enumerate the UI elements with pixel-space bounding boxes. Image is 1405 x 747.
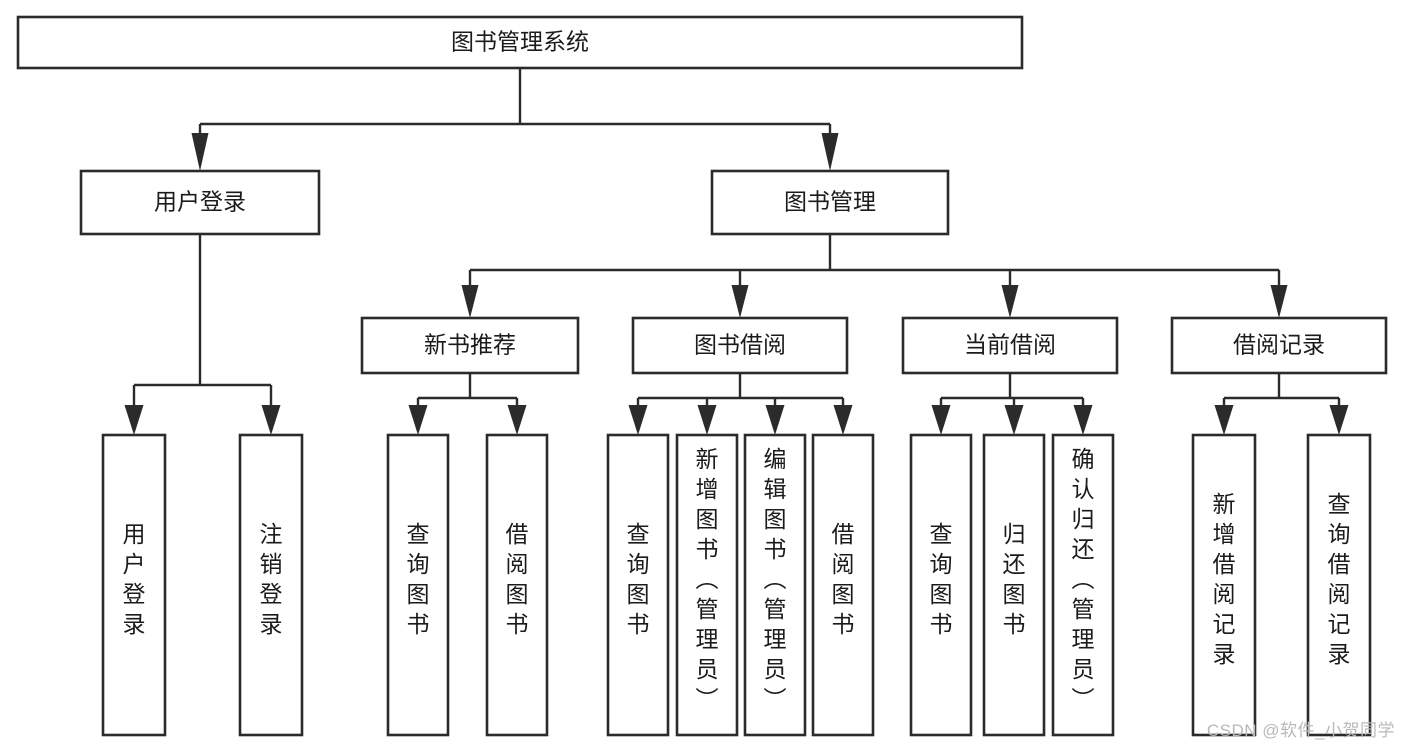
node-box[interactable] <box>606 433 670 737</box>
node-box[interactable] <box>16 15 1024 70</box>
node-box[interactable] <box>1306 433 1372 737</box>
edge-new-book-arrow-1 <box>507 405 527 435</box>
node-box[interactable] <box>909 433 973 737</box>
edge-current-arrow-0 <box>931 405 951 435</box>
node-label: 图书借阅 <box>694 332 786 358</box>
node-label: 查询图书 <box>407 521 430 637</box>
edge-borrow-arrow-2 <box>765 405 785 435</box>
node-box[interactable] <box>1051 433 1115 737</box>
node-level3-2[interactable]: 当前借阅 <box>901 316 1119 375</box>
node-leaf-5[interactable]: 新增图书︵管理员︶ <box>675 433 739 737</box>
edge-borrow-arrow-0 <box>628 405 648 435</box>
node-leaf-0[interactable]: 用户登录 <box>101 433 167 737</box>
node-leaf-7[interactable]: 借阅图书 <box>811 433 875 737</box>
node-label: 借阅图书 <box>506 521 529 637</box>
node-label: 当前借阅 <box>964 332 1056 358</box>
node-leaf-8[interactable]: 查询图书 <box>909 433 973 737</box>
watermark-text: CSDN @软件_小贺同学 <box>1206 721 1395 740</box>
edge-book-mgmt-arrow-3 <box>1270 285 1288 318</box>
edge-record-arrow-0 <box>1214 405 1234 435</box>
edge-new-book-arrow-0 <box>408 405 428 435</box>
node-label: 用户登录 <box>154 189 246 215</box>
node-level3-1[interactable]: 图书借阅 <box>631 316 849 375</box>
node-label: 图书管理 <box>784 189 876 215</box>
node-box[interactable] <box>101 433 167 737</box>
node-box[interactable] <box>360 316 580 375</box>
node-label: 借阅图书 <box>832 521 855 637</box>
node-leaf-4[interactable]: 查询图书 <box>606 433 670 737</box>
node-box[interactable] <box>675 433 739 737</box>
node-leaf-1[interactable]: 注销登录 <box>238 433 304 737</box>
edge-root-arrow-1 <box>821 133 839 171</box>
node-box[interactable] <box>1191 433 1257 737</box>
edge-book-mgmt-arrow-0 <box>461 285 479 318</box>
node-box[interactable] <box>710 169 950 236</box>
node-label: 编辑图书︵管理员︶ <box>764 446 787 712</box>
edge-login-arrow-0 <box>124 405 144 435</box>
node-box[interactable] <box>811 433 875 737</box>
node-box[interactable] <box>1170 316 1388 375</box>
nodes-layer: 图书管理系统用户登录图书管理新书推荐图书借阅当前借阅借阅记录用户登录注销登录查询… <box>16 15 1388 737</box>
edge-login-arrow-1 <box>261 405 281 435</box>
node-label: 图书管理系统 <box>451 29 589 55</box>
edge-borrow-arrow-1 <box>697 405 717 435</box>
node-level2-1[interactable]: 图书管理 <box>710 169 950 236</box>
node-leaf-10[interactable]: 确认归还︵管理员︶ <box>1051 433 1115 737</box>
edge-root-arrow-0 <box>191 133 209 171</box>
node-label: 查询借阅记录 <box>1328 491 1351 667</box>
node-level2-0[interactable]: 用户登录 <box>79 169 321 236</box>
node-label: 新增借阅记录 <box>1213 491 1236 667</box>
node-level3-0[interactable]: 新书推荐 <box>360 316 580 375</box>
edge-book-mgmt-arrow-1 <box>731 285 749 318</box>
node-leaf-2[interactable]: 查询图书 <box>386 433 450 737</box>
node-label: 用户登录 <box>123 521 146 637</box>
node-leaf-6[interactable]: 编辑图书︵管理员︶ <box>743 433 807 737</box>
node-box[interactable] <box>485 433 549 737</box>
node-level3-3[interactable]: 借阅记录 <box>1170 316 1388 375</box>
node-leaf-3[interactable]: 借阅图书 <box>485 433 549 737</box>
edges-layer <box>124 68 1349 435</box>
edge-current-arrow-1 <box>1004 405 1024 435</box>
node-box[interactable] <box>238 433 304 737</box>
node-label: 查询图书 <box>930 521 953 637</box>
node-label: 确认归还︵管理员︶ <box>1072 446 1095 712</box>
node-box[interactable] <box>982 433 1046 737</box>
node-root-0[interactable]: 图书管理系统 <box>16 15 1024 70</box>
node-box[interactable] <box>386 433 450 737</box>
node-box[interactable] <box>631 316 849 375</box>
node-label: 归还图书 <box>1003 521 1026 637</box>
node-label: 查询图书 <box>627 521 650 637</box>
node-label: 借阅记录 <box>1233 332 1325 358</box>
node-box[interactable] <box>901 316 1119 375</box>
node-leaf-12[interactable]: 查询借阅记录 <box>1306 433 1372 737</box>
node-label: 注销登录 <box>260 521 283 637</box>
node-box[interactable] <box>743 433 807 737</box>
edge-current-arrow-2 <box>1073 405 1093 435</box>
node-leaf-9[interactable]: 归还图书 <box>982 433 1046 737</box>
node-leaf-11[interactable]: 新增借阅记录 <box>1191 433 1257 737</box>
node-box[interactable] <box>79 169 321 236</box>
edge-book-mgmt-arrow-2 <box>1001 285 1019 318</box>
node-label: 新增图书︵管理员︶ <box>696 446 719 712</box>
node-label: 新书推荐 <box>424 332 516 358</box>
edge-record-arrow-1 <box>1329 405 1349 435</box>
edge-borrow-arrow-3 <box>833 405 853 435</box>
